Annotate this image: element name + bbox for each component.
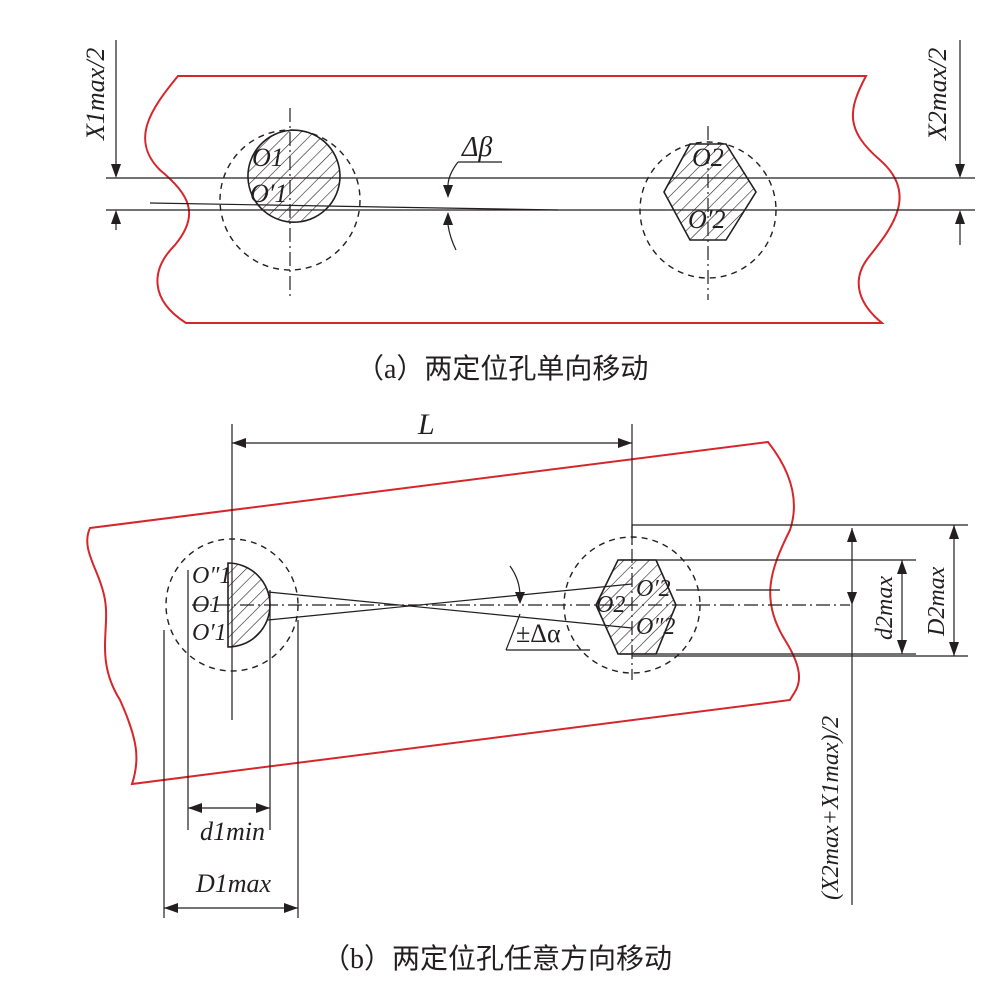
dim-x1max-half: X1max/2 [81, 48, 110, 141]
label-o1p-a: O′1 [250, 179, 287, 208]
label-o2p-a: O′2 [688, 205, 725, 234]
label-l: L [417, 408, 435, 441]
label-o1-a: O1 [252, 143, 284, 172]
label-o1-b: O1 [192, 592, 221, 618]
cross-line-1 [267, 591, 633, 629]
beta-arrow-bottom-a [443, 212, 453, 225]
label-o1pp-b: O″1 [192, 563, 231, 589]
label-o2p-b: O′2 [636, 576, 671, 602]
combined-arrow-bottom [847, 592, 857, 605]
label-o2-a: O2 [692, 143, 724, 172]
D1-arrow-right [284, 903, 298, 913]
beta-arc-a [447, 161, 459, 187]
D1-arrow-left [164, 903, 178, 913]
label-o2pp-b: O″2 [636, 614, 675, 640]
beta-arrow-top-a [443, 185, 453, 198]
hole1-pin-a [247, 129, 341, 223]
label-D1max: D1max [195, 869, 272, 898]
label-d2max: d2max [872, 576, 898, 640]
caption-a: （a）两定位孔单向移动 [356, 353, 648, 385]
label-o1p-b: O′1 [192, 620, 227, 646]
dim-x2max-half: X2max/2 [923, 48, 952, 141]
panel-a: X1max/2 X2max/2 O1 O′1 O2 O′2 Δβ （a）两定位孔… [81, 40, 975, 385]
d2-arrow-bottom [897, 640, 907, 654]
tilted-line-a [149, 202, 559, 211]
alpha-arc-b [509, 565, 521, 597]
arrow-up-right-a [955, 210, 965, 224]
label-delta-beta: Δβ [461, 132, 492, 163]
d1-arrow-left [188, 803, 202, 813]
l-arrow-left [232, 438, 246, 448]
label-pm-delta-alpha: ±Δα [516, 619, 561, 648]
arrow-down-left-a [111, 164, 121, 178]
alpha-arc-lower-b [505, 613, 521, 651]
workpiece-outline-b [86, 440, 801, 786]
d2-arrow-top [897, 560, 907, 574]
label-D2max: D2max [924, 566, 950, 637]
arrow-down-right-a [955, 164, 965, 178]
hole1-circle-a [219, 129, 361, 271]
arrow-up-left-a [111, 210, 121, 224]
cross-line-2 [267, 583, 633, 621]
alpha-arrow-b [515, 592, 525, 604]
label-o2-b: O2 [596, 592, 625, 618]
l-arrow-right [618, 438, 632, 448]
label-d1min: d1min [200, 817, 265, 846]
panel-b: L O″1 O1 O′1 O2 O′2 O″2 ±Δα [86, 408, 968, 975]
combined-arrow-top [847, 528, 857, 542]
D2-arrow-top [949, 525, 959, 539]
caption-b: （b）两定位孔任意方向移动 [322, 943, 672, 975]
workpiece-outline-a [144, 75, 901, 324]
D2-arrow-bottom [949, 642, 959, 656]
hole2-diamond-pin-a [663, 143, 757, 241]
beta-arc-lower-a [447, 224, 457, 251]
hole2-circle-a [639, 141, 777, 279]
label-combined: (X2max+X1max)/2 [818, 716, 844, 900]
d1-arrow-right [256, 803, 270, 813]
